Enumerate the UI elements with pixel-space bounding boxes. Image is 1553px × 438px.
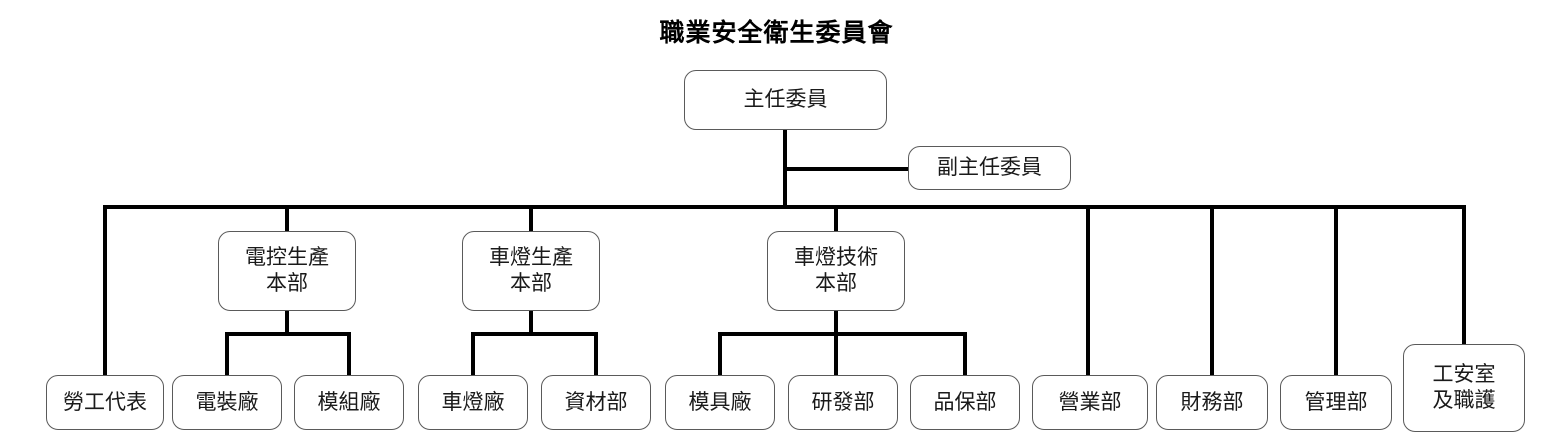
node-sales-department[interactable]: 營業部 <box>1032 375 1148 430</box>
node-lamp-production-hq-label-line1: 車燈生產 <box>489 245 573 270</box>
node-vice-chair[interactable]: 副主任委員 <box>908 146 1071 190</box>
page-title: 職業安全衛生委員會 <box>659 18 894 47</box>
node-electrical-assembly-plant[interactable]: 電裝廠 <box>172 375 282 430</box>
node-finance-department[interactable]: 財務部 <box>1156 375 1268 430</box>
node-rnd-department-label: 研發部 <box>811 389 875 414</box>
node-rnd-department[interactable]: 研發部 <box>788 375 898 430</box>
node-materials-department[interactable]: 資材部 <box>541 375 651 430</box>
node-safety-office-label-line2: 及職護 <box>1432 388 1496 412</box>
node-administration-department[interactable]: 管理部 <box>1280 375 1392 430</box>
node-mold-plant[interactable]: 模具廠 <box>665 375 775 430</box>
node-lamp-technology-hq-label-line1: 車燈技術 <box>794 245 878 270</box>
node-materials-department-label: 資材部 <box>564 389 628 414</box>
node-lamp-technology-hq[interactable]: 車燈技術 本部 <box>767 231 905 311</box>
node-mold-plant-label: 模具廠 <box>688 389 752 414</box>
node-lamp-production-hq-label-line2: 本部 <box>510 271 552 295</box>
node-quality-assurance-department[interactable]: 品保部 <box>910 375 1020 430</box>
node-chair[interactable]: 主任委員 <box>684 70 887 130</box>
node-quality-assurance-department-label: 品保部 <box>933 389 997 414</box>
node-vice-chair-label: 副主任委員 <box>937 155 1042 180</box>
node-administration-department-label: 管理部 <box>1304 389 1368 414</box>
node-lamp-plant-label: 車燈廠 <box>441 389 505 414</box>
node-lamp-plant[interactable]: 車燈廠 <box>418 375 528 430</box>
node-chair-label: 主任委員 <box>743 87 828 112</box>
node-sales-department-label: 營業部 <box>1058 389 1122 414</box>
node-labor-representative[interactable]: 勞工代表 <box>46 375 164 430</box>
node-module-plant[interactable]: 模組廠 <box>294 375 404 430</box>
node-finance-department-label: 財務部 <box>1180 389 1244 414</box>
node-ec-production-hq-label-line1: 電控生產 <box>245 245 329 270</box>
node-safety-office[interactable]: 工安室 及職護 <box>1403 344 1525 432</box>
node-safety-office-label-line1: 工安室 <box>1432 362 1496 387</box>
node-ec-production-hq[interactable]: 電控生產 本部 <box>218 231 356 311</box>
node-module-plant-label: 模組廠 <box>317 389 381 414</box>
node-lamp-production-hq[interactable]: 車燈生產 本部 <box>462 231 600 311</box>
node-labor-representative-label: 勞工代表 <box>63 389 147 414</box>
node-electrical-assembly-plant-label: 電裝廠 <box>195 389 259 414</box>
node-ec-production-hq-label-line2: 本部 <box>266 271 308 295</box>
node-lamp-technology-hq-label-line2: 本部 <box>815 271 857 295</box>
